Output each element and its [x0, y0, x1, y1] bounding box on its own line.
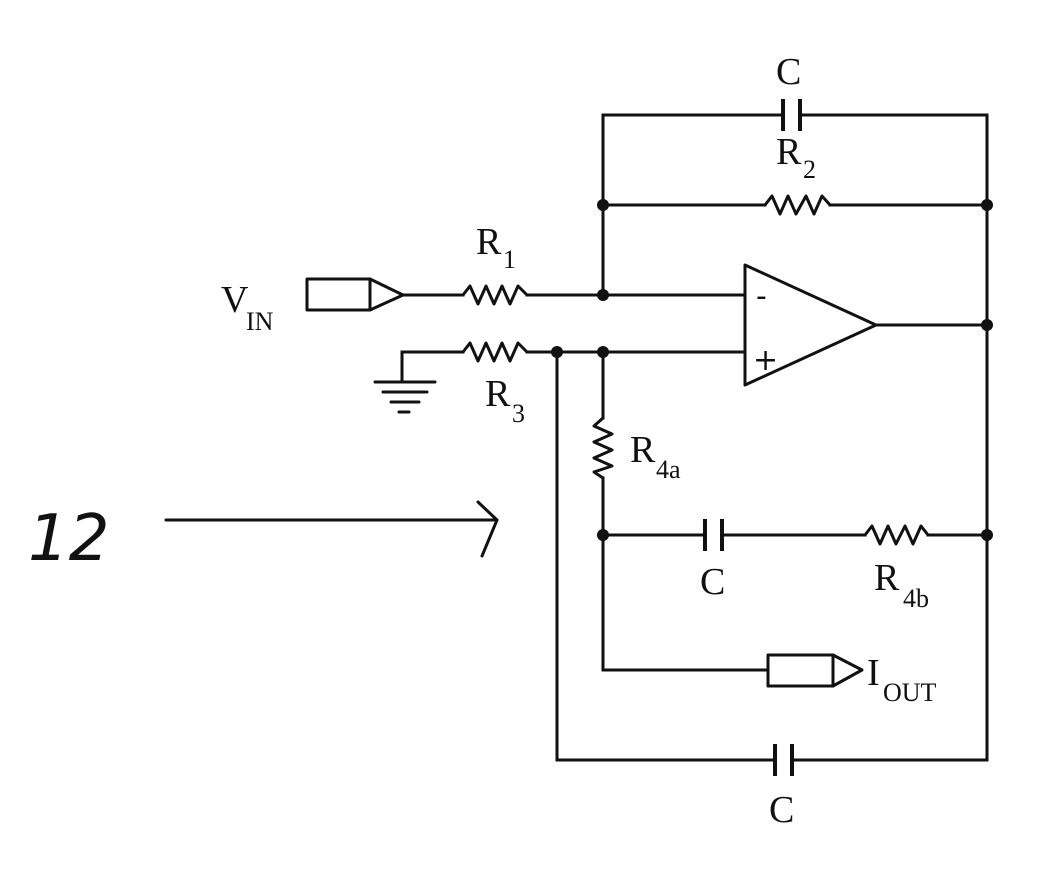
svg-text:C: C: [700, 561, 725, 603]
label-iout: I OUT: [867, 652, 937, 707]
resistor-r3: [461, 341, 529, 363]
resistor-r4b: [863, 524, 930, 546]
label-c-top: C: [776, 51, 801, 93]
svg-text:OUT: OUT: [883, 678, 937, 707]
junction-dot: [597, 346, 609, 358]
label-vin: V IN: [221, 279, 274, 336]
resistor-r4a: [592, 416, 614, 480]
svg-text:R: R: [485, 373, 511, 415]
reference-arrow-icon: [164, 500, 499, 558]
op-amp: - +: [743, 263, 878, 387]
opamp-plus-sign: +: [753, 343, 778, 378]
junction-dot: [981, 529, 993, 541]
svg-text:1: 1: [503, 245, 516, 274]
resistor-r2: [763, 194, 832, 216]
junction-dots: [551, 199, 993, 541]
svg-text:R: R: [630, 429, 656, 471]
svg-text:4b: 4b: [903, 584, 929, 613]
opamp-minus-sign: -: [756, 279, 767, 314]
label-r4b: R 4b: [874, 557, 929, 613]
capacitor-top: [781, 99, 802, 131]
wires: [400, 113, 989, 762]
reference-numeral: 12: [28, 502, 109, 576]
iout-terminal-icon: [766, 653, 864, 688]
svg-text:3: 3: [512, 399, 525, 428]
ground-icon: [373, 380, 437, 414]
svg-text:C: C: [776, 51, 801, 93]
label-r4a: R 4a: [630, 429, 681, 484]
vin-terminal-icon: [305, 277, 405, 312]
junction-dot: [981, 199, 993, 211]
resistor-r1: [461, 284, 529, 306]
svg-text:4a: 4a: [656, 455, 681, 484]
capacitor-bottom: [773, 744, 794, 776]
junction-dot: [551, 346, 563, 358]
junction-dot: [597, 199, 609, 211]
capacitor-mid: [703, 519, 724, 551]
svg-text:2: 2: [803, 155, 816, 184]
junction-dot: [981, 319, 993, 331]
svg-text:R: R: [874, 557, 900, 599]
svg-text:I: I: [867, 652, 880, 694]
label-c-bottom: C: [769, 789, 794, 831]
svg-text:C: C: [769, 789, 794, 831]
label-c-mid: C: [700, 561, 725, 603]
svg-text:IN: IN: [246, 307, 274, 336]
label-r1: R 1: [476, 221, 516, 274]
svg-text:R: R: [476, 221, 502, 263]
label-r2: R 2: [776, 131, 816, 184]
label-r3: R 3: [485, 373, 525, 428]
junction-dot: [597, 529, 609, 541]
svg-text:R: R: [776, 131, 802, 173]
junction-dot: [597, 289, 609, 301]
svg-text:V: V: [221, 279, 249, 321]
